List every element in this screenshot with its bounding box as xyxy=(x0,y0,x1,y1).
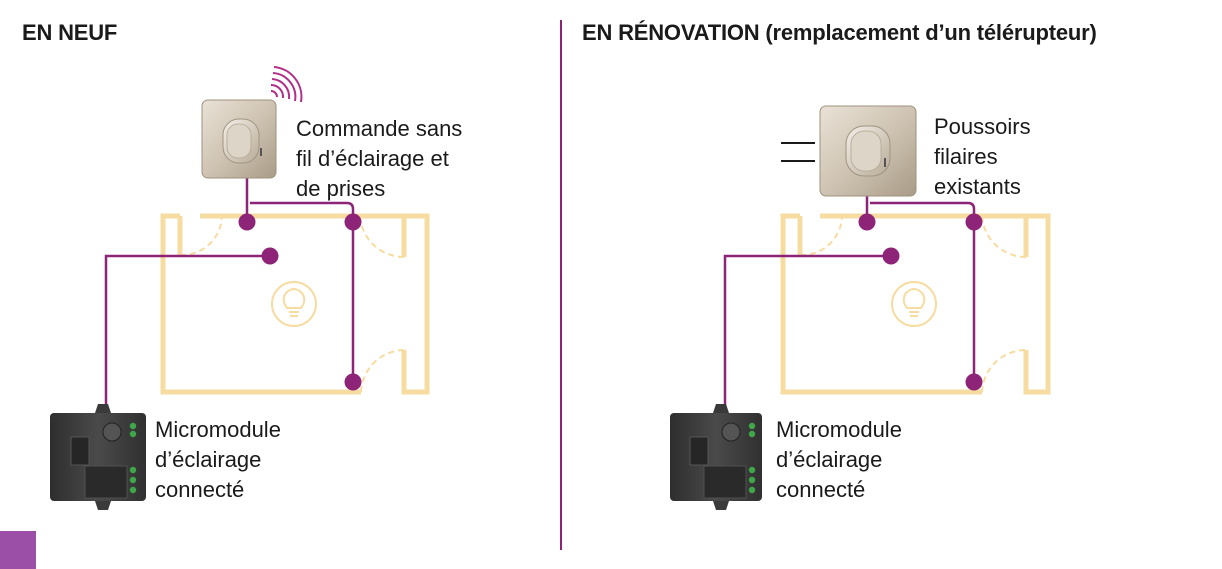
left-section-title: EN NEUF xyxy=(22,20,118,45)
right-connection-points xyxy=(858,213,983,391)
label-line: filaires xyxy=(934,144,998,169)
right-micromodule xyxy=(670,404,762,510)
right-section-title: EN RÉNOVATION (remplacement d’un télérup… xyxy=(582,20,1097,45)
label-line: Micromodule xyxy=(155,417,281,442)
wired-pushbutton-label: Poussoirs filaires existants xyxy=(934,112,1031,202)
label-line: Poussoirs xyxy=(934,114,1031,139)
left-room-walls xyxy=(160,213,430,395)
wireless-signal-icon xyxy=(270,66,303,103)
accent-square xyxy=(0,531,36,569)
right-room-walls xyxy=(780,213,1051,395)
right-micromodule-label: Micromodule d’éclairage connecté xyxy=(776,415,902,505)
left-micromodule xyxy=(50,404,146,510)
light-bulb-icon xyxy=(271,281,317,327)
light-bulb-icon xyxy=(891,281,937,327)
label-line: connecté xyxy=(776,477,866,502)
left-micromodule-label: Micromodule d’éclairage connecté xyxy=(155,415,281,505)
right-door-swings xyxy=(799,215,1027,393)
wired-pushbutton-switch xyxy=(819,105,917,197)
section-divider xyxy=(560,20,562,550)
label-line: de prises xyxy=(296,176,386,201)
left-wires xyxy=(104,178,355,408)
label-line: Micromodule xyxy=(776,417,902,442)
left-door-swings xyxy=(179,215,405,393)
wired-connection-icon xyxy=(781,142,815,162)
label-line: Commande sans xyxy=(296,116,463,141)
wireless-switch xyxy=(201,99,277,179)
label-line: fil d’éclairage et xyxy=(296,146,449,171)
left-connection-points xyxy=(238,213,362,391)
label-line: connecté xyxy=(155,477,245,502)
wireless-switch-label: Commande sans fil d’éclairage et de pris… xyxy=(296,114,462,204)
label-line: d’éclairage xyxy=(155,447,262,472)
label-line: d’éclairage xyxy=(776,447,883,472)
label-line: existants xyxy=(934,174,1021,199)
